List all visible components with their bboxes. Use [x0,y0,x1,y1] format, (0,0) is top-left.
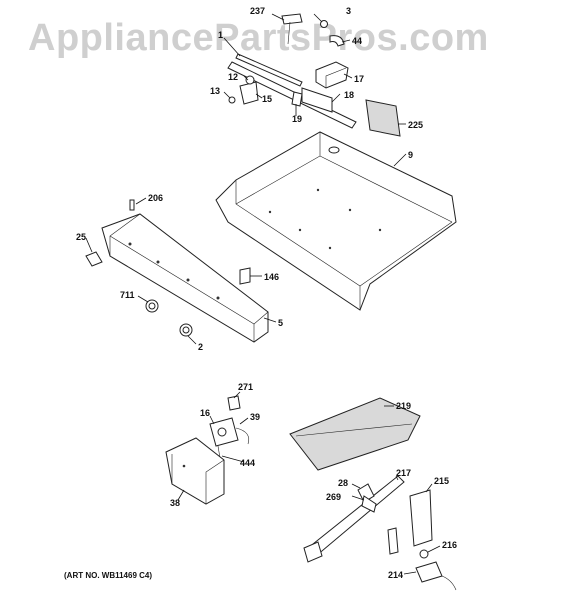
callout-19: 19 [292,114,302,124]
screw-206 [129,199,135,211]
grommet-25 [85,251,103,267]
bracket-38-hole [182,464,186,468]
valve-15 [239,81,259,105]
leader-lines [85,13,441,575]
holder-tube [441,575,457,591]
shield-225 [365,99,401,137]
manifold-assembly [227,13,401,137]
callout-269: 269 [326,492,341,502]
callout-18: 18 [344,90,354,100]
callout-3: 3 [346,6,351,16]
callout-217: 217 [396,468,411,478]
regulator-17 [315,61,349,89]
valve-stem-line [287,21,291,45]
callout-44: 44 [352,36,362,46]
valve-237 [281,13,303,25]
burner-box-9 [215,131,457,311]
callout-9: 9 [408,150,413,160]
spring-clip [387,527,399,555]
callout-17: 17 [354,74,364,84]
callout-28: 28 [338,478,348,488]
callout-16: 16 [200,408,210,418]
burner-box-hole [328,246,332,250]
front-panel-hole [156,260,160,264]
regulator-edge [325,67,347,88]
burner-box-outline [215,131,457,311]
callout-38: 38 [170,498,180,508]
clip-19 [291,91,303,107]
callout-13: 13 [210,86,220,96]
callout-12: 12 [228,72,238,82]
orifice-2-inner [182,326,190,334]
tube-39 [235,427,250,445]
igniter-269 [361,495,377,513]
burner-box-hole [298,228,302,232]
fitting-3 [320,20,328,28]
callout-216: 216 [442,540,457,550]
burner-box-opening [328,146,340,154]
deflector-219 [289,397,421,471]
front-panel-5 [85,199,269,343]
callout-214: 214 [388,570,403,580]
callout-271: 271 [238,382,253,392]
bracket-38 [165,437,225,505]
front-panel-hole [128,242,132,246]
burner-box-hole [378,228,382,232]
nut-216 [419,549,429,559]
igniter-28 [357,483,375,503]
bracket-215 [409,489,433,547]
valve-knob-12 [245,75,255,85]
callout-225: 225 [408,120,423,130]
callout-215: 215 [434,476,449,486]
valve-16-knob [217,427,227,437]
front-panel-hole [216,296,220,300]
burner-box-side-edge [319,155,453,223]
callout-labels: 237 3 44 1 17 12 13 15 18 19 225 9 206 2… [76,6,457,580]
callout-711: 711 [120,290,135,300]
burner-box-floor-edge [235,180,453,287]
callout-237: 237 [250,6,265,16]
burner-box-hole [348,208,352,212]
fitting-271 [227,395,241,411]
burner-tube-end [303,541,323,563]
callout-219: 219 [396,401,411,411]
callout-25: 25 [76,232,86,242]
burner-box-hole [268,210,272,214]
callout-15: 15 [262,94,272,104]
manifold-bracket [235,53,303,87]
burner-box-hole [316,188,320,192]
orifice-711-inner [148,302,156,310]
callout-1: 1 [218,30,223,40]
bracket-18 [301,87,333,113]
clip-146 [239,267,251,285]
callout-5: 5 [278,318,283,328]
nut-13 [228,96,236,104]
holder-214 [415,561,443,583]
callout-206: 206 [148,193,163,203]
elbow-44 [329,35,345,47]
callout-444: 444 [240,458,255,468]
bracket-38-fold [205,459,225,504]
deflector-rib [295,423,413,437]
callout-39: 39 [250,412,260,422]
callout-2: 2 [198,342,203,352]
broil-burner-assembly [289,397,457,591]
watermark-text: AppliancePartsPros.com [28,17,489,59]
front-panel-hole [186,278,190,282]
art-number-label: (ART NO. WB11469 C4) [64,571,152,580]
broil-valve-assembly [165,395,250,505]
callout-146: 146 [264,272,279,282]
